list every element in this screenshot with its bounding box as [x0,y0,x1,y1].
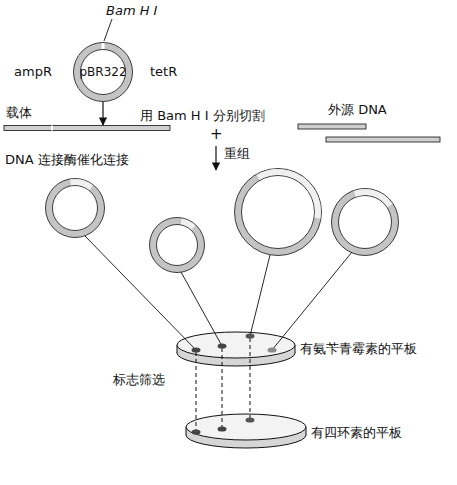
process-arrow [215,146,216,170]
plasmid-ring [332,189,399,256]
restriction-site [51,126,53,131]
insert-segment [327,184,404,261]
insert-segment [45,178,105,238]
process-arrow [102,102,103,125]
culture-plate: 有四环素的平板 [185,413,307,449]
colony [192,347,201,352]
gene-label: tetR [150,64,177,79]
plate-top [177,332,295,358]
plasmid-circle: pBR322 [73,42,133,102]
step-label: 用 Bam H I 分别切割 [140,108,265,123]
leader-line [181,272,222,346]
leader-line [272,252,352,350]
vector-strip-outline [4,125,170,131]
dna-strip [326,137,440,142]
plasmid-ring [242,176,315,249]
plasmid-ring [53,186,98,231]
plasmid-ring [46,179,105,238]
foreign-dna-outline [298,122,440,144]
dna-strip [4,126,170,131]
restriction-site [102,43,105,49]
plasmid-ring [339,196,392,249]
leader-line [250,255,270,336]
culture-plate-outline [176,331,296,367]
step-label: 重组 [224,146,250,161]
plus-sign: + [210,127,223,142]
replica-line [222,348,223,429]
plasmid-ring [150,218,205,273]
step-label: DNA 连接酶催化连接 [5,152,129,167]
leader-line [85,236,196,350]
site-label: Bam H I [106,3,157,18]
plate-label: 有氨苄青霉素的平板 [300,341,417,356]
culture-plate: 有氨苄青霉素的平板 [176,331,296,367]
colony [218,343,227,348]
insert-segment [149,217,205,273]
colony [268,347,277,352]
colony [218,426,227,431]
plasmid-ring [74,43,133,102]
leader-line [104,19,112,41]
part-label: 载体 [6,105,32,120]
colony [246,333,255,338]
colony [192,429,201,434]
plasmid-ring [49,182,101,234]
foreign-dna: 外源 DNA [298,122,440,144]
replica-line [196,352,197,432]
gene-label: ampR [14,64,52,79]
insert-segment [223,157,332,266]
step-label: 标志筛选 [113,372,165,387]
plate-top [186,414,306,440]
replica-line [250,338,251,420]
plasmid-ring [157,225,198,266]
plasmid-name: pBR322 [73,42,133,102]
part-label: 外源 DNA [328,102,387,117]
plate-label: 有四环素的平板 [311,425,402,440]
colony [246,417,255,422]
vector-strip: 载体 [4,125,170,131]
dna-strip [298,124,366,129]
culture-plate-outline [185,413,307,449]
plasmid-ring [153,221,201,269]
